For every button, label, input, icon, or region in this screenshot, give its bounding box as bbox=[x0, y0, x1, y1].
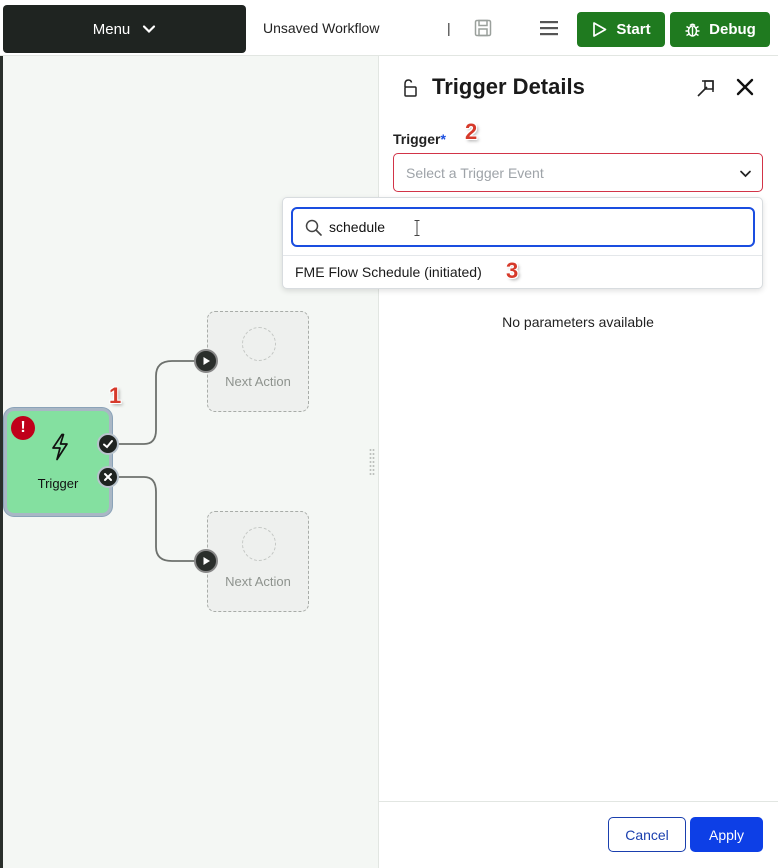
check-icon bbox=[103, 440, 113, 449]
menu-button[interactable]: Menu bbox=[3, 5, 246, 53]
debug-label: Debug bbox=[709, 21, 756, 38]
debug-button[interactable]: Debug bbox=[670, 12, 770, 47]
input-port[interactable] bbox=[194, 549, 218, 573]
placeholder-ring-icon bbox=[242, 527, 276, 561]
trigger-event-dropdown: FME Flow Schedule (initiated) bbox=[282, 197, 763, 289]
panel-footer-divider bbox=[378, 801, 778, 802]
next-action-label: Next Action bbox=[225, 574, 291, 589]
trigger-node-label: Trigger bbox=[37, 476, 79, 491]
dropdown-divider bbox=[283, 255, 762, 256]
next-action-node[interactable]: Next Action bbox=[207, 511, 309, 612]
title-separator: | bbox=[447, 20, 451, 36]
placeholder-ring-icon bbox=[242, 327, 276, 361]
step-marker-2: 2 bbox=[465, 119, 478, 144]
failure-port[interactable] bbox=[97, 466, 119, 488]
success-port[interactable] bbox=[97, 433, 119, 455]
bug-icon bbox=[685, 23, 700, 37]
start-button[interactable]: Start bbox=[577, 12, 665, 47]
trigger-field-label: Trigger* bbox=[393, 131, 446, 147]
popout-icon[interactable] bbox=[696, 78, 716, 98]
no-parameters-text: No parameters available bbox=[502, 314, 654, 330]
select-placeholder: Select a Trigger Event bbox=[406, 165, 544, 181]
required-mark: * bbox=[440, 131, 446, 147]
play-icon bbox=[203, 357, 210, 365]
trigger-label-text: Trigger bbox=[393, 131, 441, 147]
hamburger-icon[interactable] bbox=[540, 20, 558, 36]
start-label: Start bbox=[616, 21, 651, 38]
cancel-button[interactable]: Cancel bbox=[608, 817, 686, 852]
panel-resize-handle[interactable] bbox=[369, 448, 375, 478]
next-action-label: Next Action bbox=[225, 374, 291, 389]
unlock-icon[interactable] bbox=[400, 78, 420, 98]
chevron-down-icon bbox=[143, 25, 156, 34]
search-icon bbox=[305, 219, 322, 236]
connection-wires bbox=[118, 360, 196, 562]
panel-title: Trigger Details bbox=[432, 74, 585, 99]
apply-button[interactable]: Apply bbox=[690, 817, 763, 852]
close-icon[interactable] bbox=[736, 78, 754, 96]
play-icon bbox=[593, 22, 607, 37]
menu-label: Menu bbox=[92, 20, 131, 38]
chevron-down-icon bbox=[740, 170, 751, 178]
step-marker-3: 3 bbox=[506, 258, 519, 283]
step-marker-1: 1 bbox=[109, 383, 122, 408]
trigger-event-select[interactable]: Select a Trigger Event bbox=[393, 153, 763, 192]
canvas-edge bbox=[0, 56, 3, 868]
dropdown-option[interactable]: FME Flow Schedule (initiated) bbox=[295, 264, 482, 280]
lightning-icon bbox=[52, 433, 68, 461]
top-bar: Menu Unsaved Workflow | Start Debug bbox=[0, 0, 778, 56]
search-input[interactable] bbox=[329, 215, 629, 239]
text-cursor-icon bbox=[414, 220, 420, 236]
play-icon bbox=[203, 557, 210, 565]
next-action-node[interactable]: Next Action bbox=[207, 311, 309, 412]
save-icon[interactable] bbox=[474, 19, 492, 37]
x-icon bbox=[104, 473, 112, 481]
input-port[interactable] bbox=[194, 349, 218, 373]
error-badge: ! bbox=[11, 416, 35, 440]
search-box[interactable] bbox=[291, 207, 755, 247]
workflow-title[interactable]: Unsaved Workflow bbox=[263, 20, 380, 36]
